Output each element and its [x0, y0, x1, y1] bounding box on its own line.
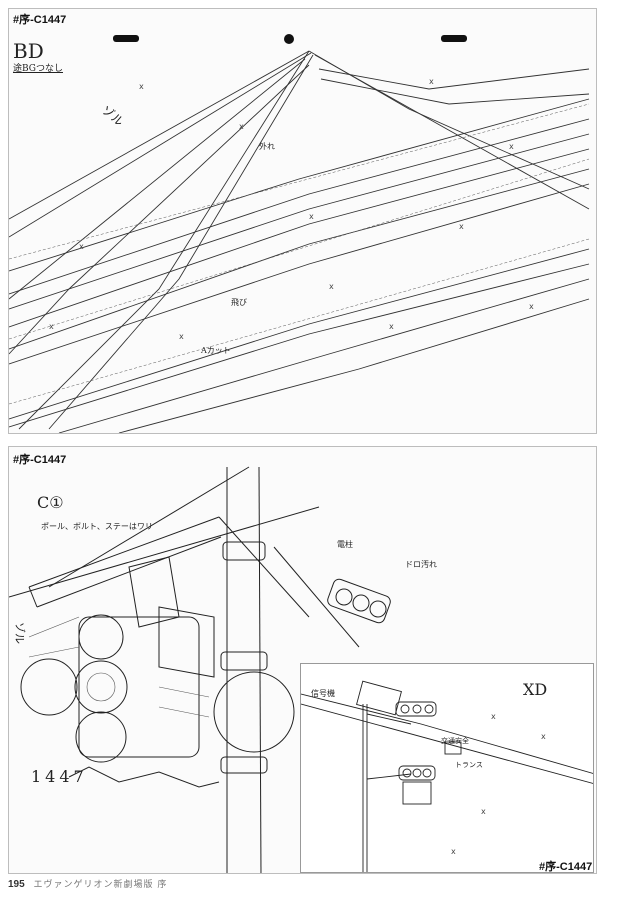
svg-text:x: x	[481, 807, 486, 816]
handwritten-note: 途BGつなし	[13, 64, 63, 74]
layer-code: BD	[13, 39, 44, 63]
handwritten-note: ポール、ボルト、ステーはワリ	[41, 522, 153, 531]
sheet-number: 1447	[31, 767, 88, 786]
layer-code: XD	[523, 680, 548, 699]
cut-label: #序-C1447	[13, 454, 67, 466]
power-lines-sketch: x x x x x x x x x x x x	[9, 34, 590, 433]
bottom-drawing-panel: x x x x XD 信号機 交通安全 トランス #序-C1447 #序-C1447…	[8, 446, 597, 874]
svg-text:x: x	[79, 242, 84, 251]
handwritten-note: 交通安全	[441, 737, 469, 745]
svg-text:x: x	[529, 302, 534, 311]
book-title: エヴァンゲリオン新劇場版 序	[33, 880, 168, 890]
layer-code: C①	[37, 493, 64, 512]
svg-text:x: x	[309, 212, 314, 221]
svg-text:x: x	[451, 847, 456, 856]
svg-text:x: x	[389, 322, 394, 331]
svg-text:x: x	[179, 332, 184, 341]
svg-text:x: x	[541, 732, 546, 741]
cut-label: #序-C1447	[13, 14, 67, 26]
svg-text:x: x	[239, 122, 244, 131]
handwritten-note: 外れ	[259, 142, 275, 151]
traffic-signal-sketch	[9, 466, 391, 873]
svg-text:x: x	[509, 142, 514, 151]
handwritten-note: Aカット	[201, 346, 231, 355]
handwritten-note: 電柱	[337, 540, 353, 549]
svg-text:x: x	[329, 282, 334, 291]
page-footer: 195 エヴァンゲリオン新劇場版 序	[8, 877, 167, 890]
svg-text:x: x	[139, 82, 144, 91]
cut-label: #序-C1447	[539, 861, 593, 873]
inset-signal-sketch: x x x x	[301, 680, 593, 872]
inset-drawing-panel: x x x x XD 信号機 交通安全 トランス #序-C1447	[300, 663, 594, 873]
svg-text:x: x	[429, 77, 434, 86]
handwritten-note: トランス	[455, 761, 483, 769]
handwritten-note: 飛び	[231, 298, 247, 307]
svg-text:x: x	[49, 322, 54, 331]
svg-text:x: x	[491, 712, 496, 721]
handwritten-note: 信号機	[311, 689, 335, 698]
page-number: 195	[8, 879, 25, 890]
handwritten-note: ドロ汚れ	[405, 560, 437, 569]
handwritten-note: ゾル	[13, 622, 26, 644]
svg-text:x: x	[459, 222, 464, 231]
